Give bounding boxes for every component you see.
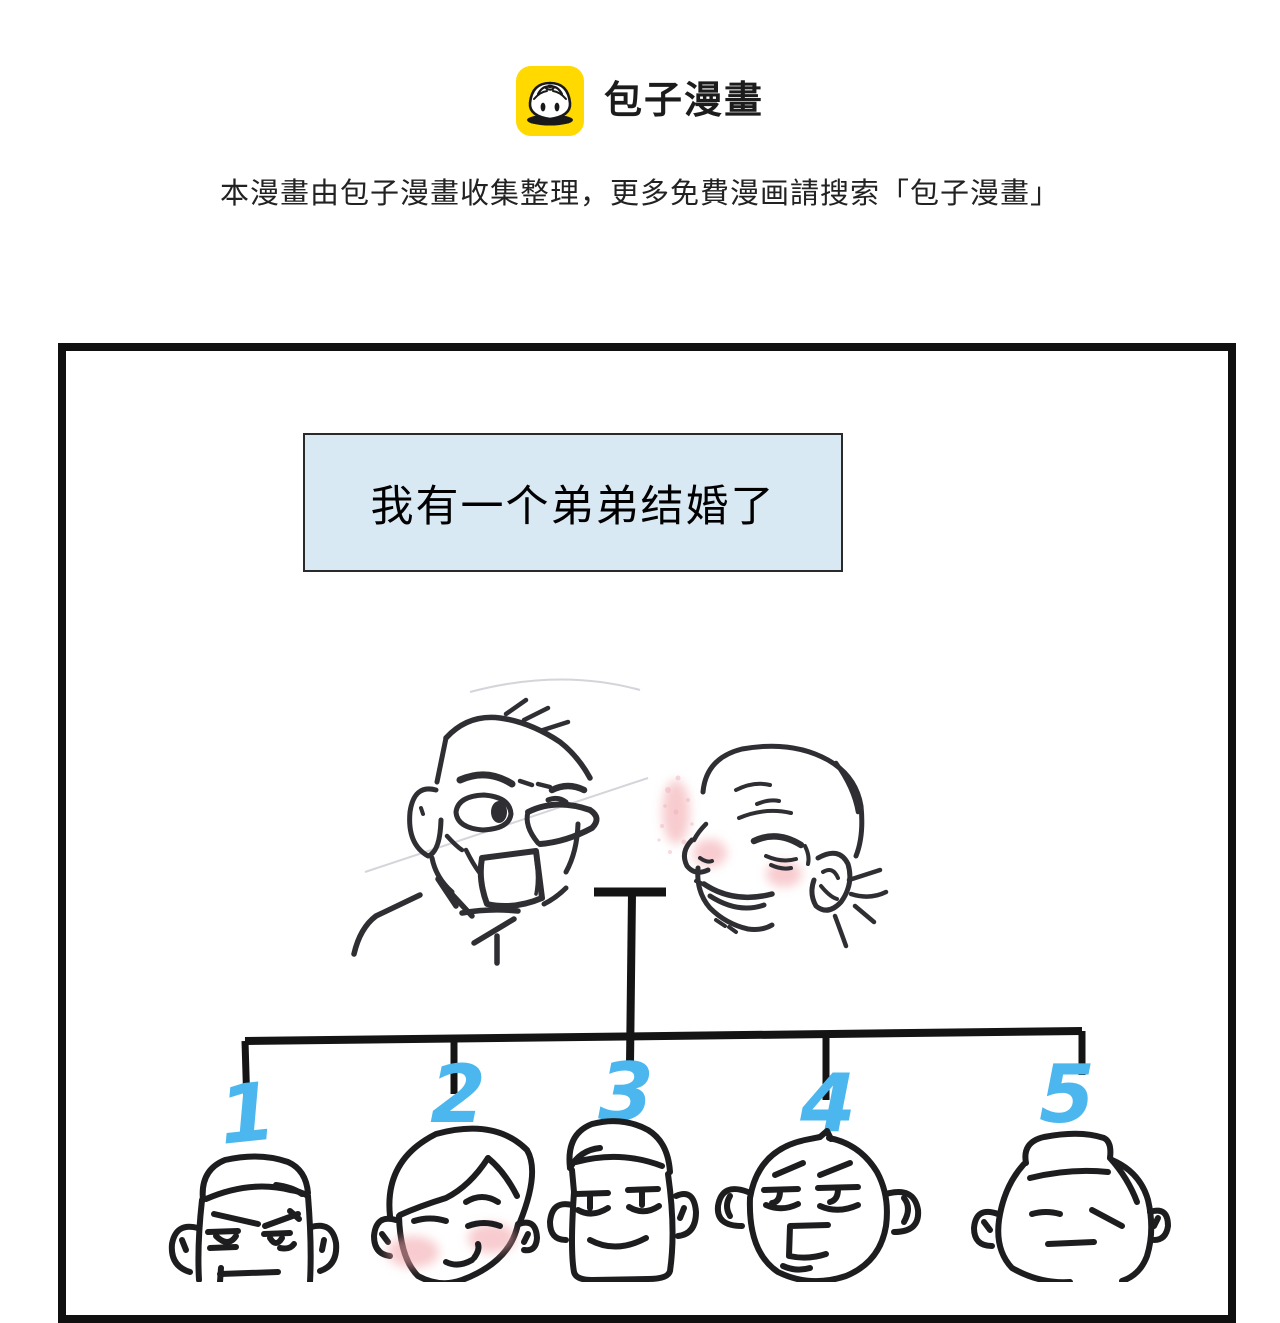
baozi-bun-icon xyxy=(515,66,584,136)
caption-text: 我有一个弟弟结婚了 xyxy=(370,482,776,531)
comic-panel: 我有一个弟弟结婚了 xyxy=(58,343,1236,1323)
logo-text: 包子漫畫 xyxy=(603,80,764,122)
collection-notice: 本漫畫由包子漫畫收集整理，更多免費漫画請搜索「包子漫畫」 xyxy=(219,178,1060,210)
comic-page: { "branding": { "logo_text": "包子漫畫", "lo… xyxy=(0,66,1280,1323)
baozi-manhua-logo: 包子漫畫 xyxy=(0,66,1280,136)
caption-box: 我有一个弟弟结婚了 xyxy=(303,433,843,572)
